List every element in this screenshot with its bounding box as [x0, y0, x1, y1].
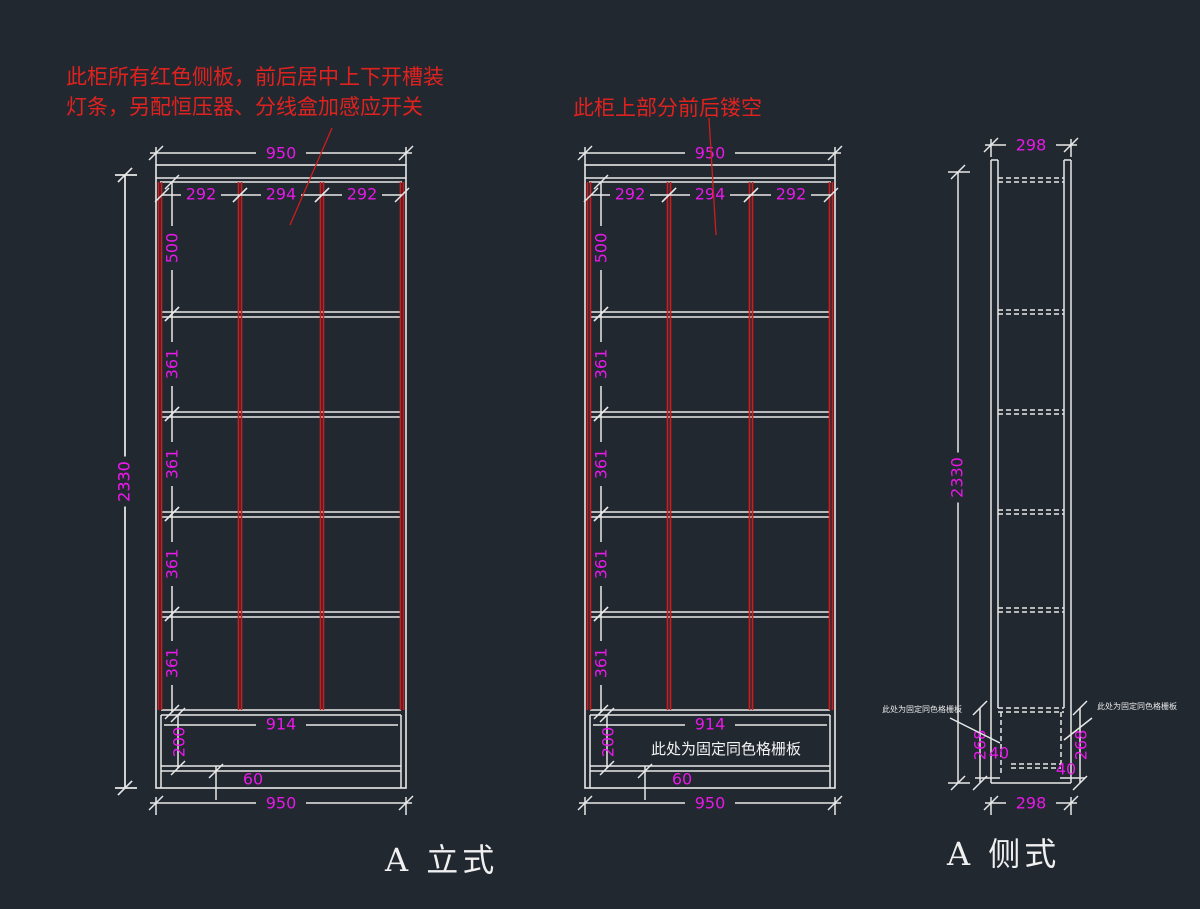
- dimension-tick: [583, 187, 599, 203]
- side-dim-overall-height: 2330: [948, 457, 967, 498]
- leader-line-left: [289, 127, 333, 226]
- front-view-1-dim-bay-1: 292: [186, 185, 217, 204]
- front-view-1-dim-compartment-3: 361: [163, 449, 182, 480]
- dimension-tick: [170, 707, 186, 723]
- dimension-tick: [164, 174, 180, 190]
- front-view-2-dim-bottom-width: 950: [695, 794, 726, 813]
- dimension-tick: [972, 700, 988, 716]
- front-view-2-cabinet-outline: [584, 164, 836, 789]
- dimension-tick: [164, 306, 180, 322]
- dimension-tick: [637, 763, 653, 779]
- front-view-1-dim-overall-height: 2330: [115, 461, 134, 502]
- annotation-middle: 此柜上部分前后镂空: [573, 96, 762, 120]
- title-front-view: A 立式: [385, 841, 499, 879]
- front-view-2-dim-overall-height: 2330: [115, 461, 134, 502]
- front-view-1-dim-base-height: 200: [170, 727, 189, 758]
- front-view-2-dim-overall-width: 950: [695, 144, 726, 163]
- dimension-tick: [593, 174, 609, 190]
- front-view-2-dim-kick: 60: [672, 770, 692, 789]
- front-view-1-cabinet-outline: [155, 164, 407, 789]
- dimension-tick: [164, 704, 180, 720]
- front-view-2-dim-bay-2: 294: [695, 185, 726, 204]
- front-view-1-dim-kick: 60: [243, 770, 263, 789]
- front-view-2-dim-base-height: 200: [599, 727, 618, 758]
- front-view-1-dim-inner-width: 914: [266, 715, 297, 734]
- dimension-tick: [593, 606, 609, 622]
- dimension-tick: [599, 760, 615, 776]
- side-dim-left-inset: 40: [989, 744, 1009, 763]
- title-side-view: A 侧式: [947, 835, 1061, 873]
- side-dim-right-height: 268: [1072, 730, 1091, 761]
- dimension-tick: [314, 187, 330, 203]
- front-view-2-dim-bay-3: 292: [776, 185, 807, 204]
- grille-note: 此处为固定同色格栅板: [651, 740, 802, 758]
- front-view-2-dim-compartment-4: 361: [592, 549, 611, 580]
- front-view-2-dim-compartment-3: 361: [592, 449, 611, 480]
- dimension-tick: [599, 707, 615, 723]
- dimension-tick: [593, 704, 609, 720]
- dimension-tick: [661, 187, 677, 203]
- dimension-tick: [164, 606, 180, 622]
- front-view-2-dim-compartment-2: 361: [592, 349, 611, 380]
- side-note-right: 此处为固定同色格栅板: [1097, 702, 1177, 711]
- front-view-2-dim-compartment-5: 361: [592, 648, 611, 679]
- side-dim-left-height: 268: [971, 730, 990, 761]
- front-view-1-dim-compartment-5: 361: [163, 648, 182, 679]
- dimension-tick: [593, 306, 609, 322]
- side-dim-bottom-depth: 298: [1016, 794, 1047, 813]
- dimension-tick: [823, 187, 839, 203]
- dimension-tick: [593, 506, 609, 522]
- front-view-2-dim-compartment-1: 500: [592, 233, 611, 264]
- dimension-tick: [1072, 700, 1088, 716]
- dimension-tick: [208, 763, 224, 779]
- front-view-1-dim-bay-3: 292: [347, 185, 378, 204]
- dimension-tick: [232, 187, 248, 203]
- side-dim-right-inset: 40: [1056, 760, 1076, 779]
- side-note-left: 此处为固定同色格栅板: [882, 705, 962, 714]
- front-view-1-dim-bay-2: 294: [266, 185, 297, 204]
- side-leader-right: [1063, 717, 1093, 741]
- front-view-1-dim-compartment-1: 500: [163, 233, 182, 264]
- front-view-1-dim-bottom-width: 950: [266, 794, 297, 813]
- front-view-2-dim-inner-width: 914: [695, 715, 726, 734]
- front-view-1-dim-compartment-2: 361: [163, 349, 182, 380]
- leader-line-middle: [708, 117, 717, 236]
- front-view-1-dim-compartment-4: 361: [163, 549, 182, 580]
- dimension-tick: [593, 406, 609, 422]
- dimension-tick: [170, 760, 186, 776]
- dimension-tick: [154, 187, 170, 203]
- annotation-left-line2: 灯条，另配恒压器、分线盒加感应开关: [66, 95, 423, 119]
- dimension-tick: [394, 187, 410, 203]
- dimension-tick: [743, 187, 759, 203]
- side-dim-top-depth: 298: [1016, 136, 1047, 155]
- front-view-2-dim-bay-1: 292: [615, 185, 646, 204]
- side-leader-left: [949, 717, 1001, 744]
- front-view-1-dim-overall-width: 950: [266, 144, 297, 163]
- dimension-tick: [164, 406, 180, 422]
- dimension-tick: [164, 506, 180, 522]
- annotation-left-line1: 此柜所有红色侧板，前后居中上下开槽装: [66, 65, 444, 89]
